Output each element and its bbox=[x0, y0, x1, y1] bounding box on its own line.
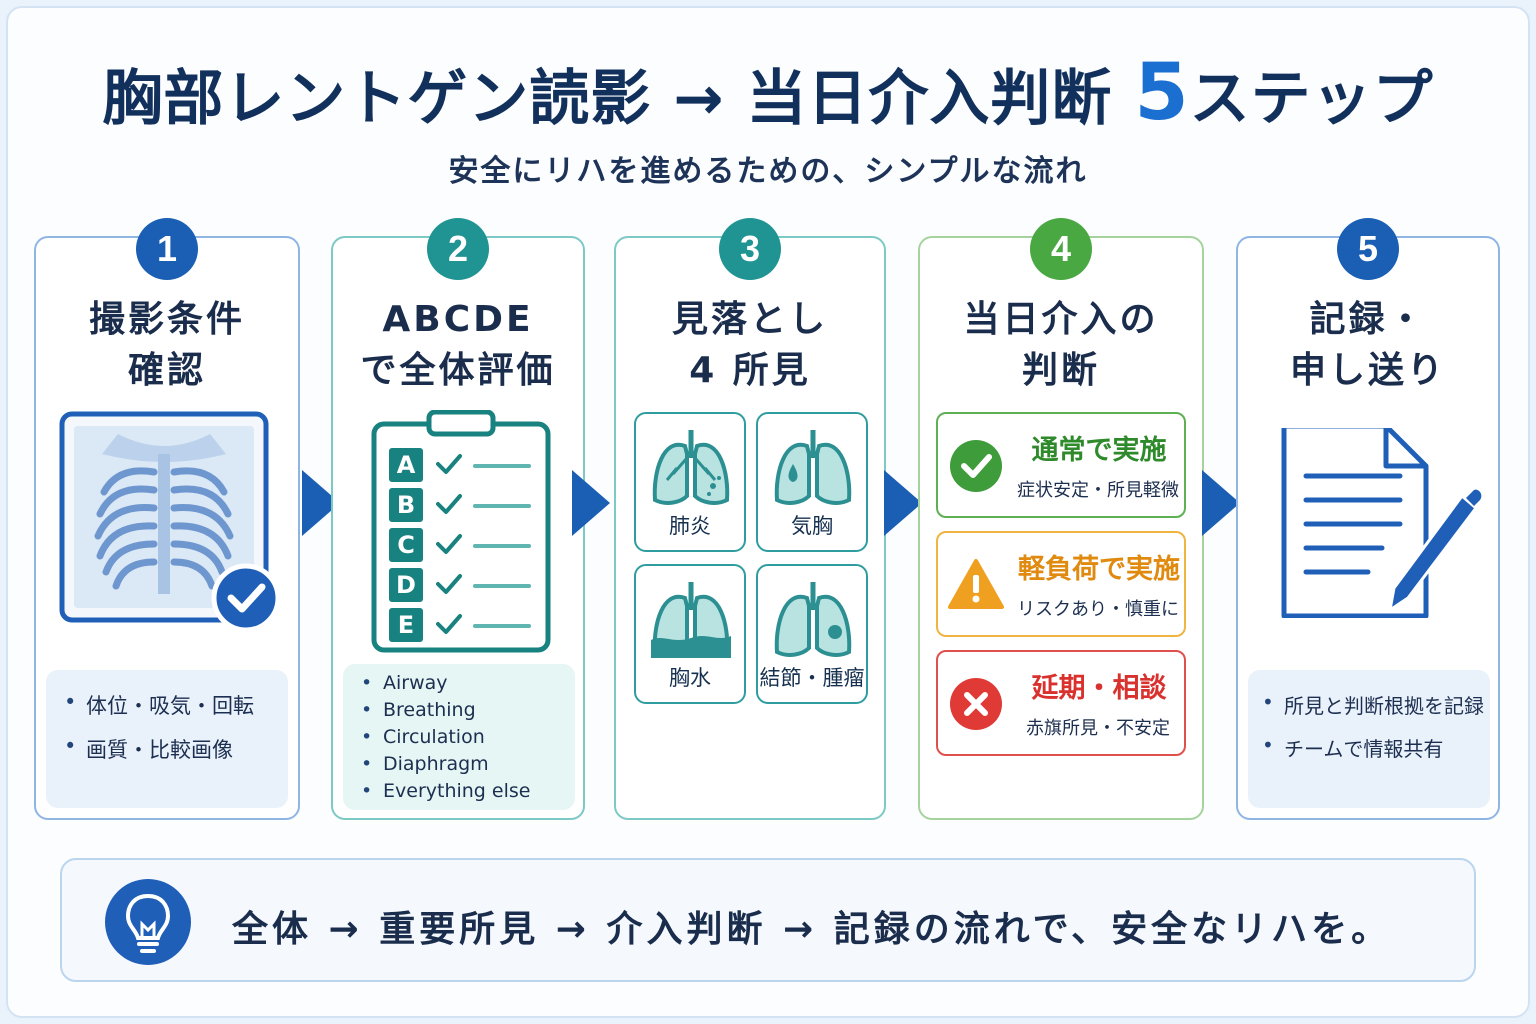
finding-nodule: 結節・腫瘤 bbox=[756, 564, 868, 704]
step-1-badge: 1 bbox=[136, 218, 198, 280]
flow-arrow-icon bbox=[884, 470, 922, 536]
document-pen-icon bbox=[1280, 423, 1484, 619]
cross-circle-icon bbox=[950, 678, 1002, 730]
decision-proceed: 通常で実施 症状安定・所見軽微 bbox=[936, 412, 1186, 518]
abcde-note: Breathing bbox=[361, 697, 575, 724]
decision-label: 通常で実施 bbox=[1031, 435, 1167, 466]
step-1-notes: 体位・吸気・回転 画質・比較画像 bbox=[46, 670, 288, 808]
step-2-badge: 2 bbox=[427, 218, 489, 280]
check-icon bbox=[436, 574, 462, 594]
abcde-note: Airway bbox=[361, 670, 575, 697]
step-3-badge: 3 bbox=[719, 218, 781, 280]
checklist-line bbox=[473, 464, 531, 468]
checklist-letter: E bbox=[389, 608, 423, 642]
summary-banner: 全体 → 重要所見 → 介入判断 → 記録の流れで、安全なリハを。 bbox=[60, 858, 1476, 982]
checklist-row: C bbox=[389, 526, 539, 566]
step-5-notes: 所見と判断根拠を記録 チームで情報共有 bbox=[1248, 670, 1490, 808]
check-circle-icon bbox=[950, 440, 1002, 492]
lungs-effusion-icon bbox=[651, 582, 731, 658]
checklist-line bbox=[473, 584, 531, 588]
step-5-note: 所見と判断根拠を記録 bbox=[1262, 690, 1490, 719]
abcde-note: Everything else bbox=[361, 778, 575, 805]
decision-condition: 赤旗所見・不安定 bbox=[1026, 718, 1170, 739]
lungs-nodule-icon bbox=[774, 582, 852, 657]
lungs-pneumonia-icon bbox=[652, 430, 730, 505]
flow-arrow-icon bbox=[572, 470, 610, 536]
checklist-line bbox=[473, 624, 531, 628]
page-title: 胸部レントゲン読影 → 当日介入判断 5ステップ bbox=[102, 48, 1434, 138]
finding-label: 胸水 bbox=[669, 666, 711, 690]
lungs-pneumothorax-icon bbox=[774, 430, 852, 505]
finding-label: 気胸 bbox=[791, 514, 833, 538]
checklist-row: A bbox=[389, 446, 539, 486]
step-1-note: 体位・吸気・回転 bbox=[64, 690, 288, 720]
check-icon bbox=[436, 454, 462, 474]
step-5-card: 5 記録・申し送り 所見と判断根拠を記録 チームで情報共有 bbox=[1236, 218, 1500, 820]
checklist-row: E bbox=[389, 606, 539, 646]
step-4-badge: 4 bbox=[1030, 218, 1092, 280]
step-1-title: 撮影条件確認 bbox=[88, 299, 245, 391]
finding-pneumonia: 肺炎 bbox=[634, 412, 746, 552]
decision-light-load: 軽負荷で実施 リスクあり・慎重に bbox=[936, 531, 1186, 637]
checklist-letter: B bbox=[389, 488, 423, 522]
checklist-line bbox=[473, 504, 531, 508]
decision-condition: リスクあり・慎重に bbox=[1017, 599, 1179, 620]
check-icon bbox=[436, 534, 462, 554]
warning-icon bbox=[948, 559, 1004, 609]
checklist-letter: C bbox=[389, 528, 423, 562]
abcde-note: Circulation bbox=[361, 724, 575, 751]
check-icon bbox=[436, 494, 462, 514]
flow-arrow-icon bbox=[302, 470, 340, 536]
checklist-letter: A bbox=[389, 448, 423, 482]
xray-icon bbox=[58, 410, 284, 640]
abcde-checklist: A B C D E bbox=[389, 446, 539, 646]
decision-condition: 症状安定・所見軽微 bbox=[1017, 480, 1179, 501]
checklist-row: D bbox=[389, 566, 539, 606]
step-5-note: チームで情報共有 bbox=[1262, 733, 1490, 762]
step-4-card: 4 当日介入の判断 通常で実施 症状安定・所見軽微 軽負荷で実施 リスクあり・慎… bbox=[918, 218, 1204, 820]
decision-label: 軽負荷で実施 bbox=[1018, 554, 1180, 585]
finding-label: 結節・腫瘤 bbox=[759, 666, 865, 690]
page-subtitle: 安全にリハを進めるための、シンプルな流れ bbox=[448, 154, 1088, 189]
step-1-note: 画質・比較画像 bbox=[64, 734, 288, 764]
decision-postpone: 延期・相談 赤旗所見・不安定 bbox=[936, 650, 1186, 756]
finding-effusion: 胸水 bbox=[634, 564, 746, 704]
summary-text: 全体 → 重要所見 → 介入判断 → 記録の流れで、安全なリハを。 bbox=[232, 909, 1392, 950]
flow-arrow-icon bbox=[1202, 470, 1240, 536]
check-icon bbox=[436, 614, 462, 634]
step-2-notes: Airway Breathing Circulation Diaphragm E… bbox=[343, 664, 575, 810]
step-5-title: 記録・申し送り bbox=[1289, 299, 1446, 391]
finding-pneumothorax: 気胸 bbox=[756, 412, 868, 552]
lightbulb-icon bbox=[105, 879, 191, 965]
checklist-row: B bbox=[389, 486, 539, 526]
step-4-title: 当日介入の判断 bbox=[963, 299, 1159, 391]
decision-label: 延期・相談 bbox=[1031, 673, 1167, 704]
checklist-line bbox=[473, 544, 531, 548]
checklist-letter: D bbox=[389, 568, 423, 602]
step-5-badge: 5 bbox=[1337, 218, 1399, 280]
finding-label: 肺炎 bbox=[669, 514, 711, 538]
abcde-note: Diaphragm bbox=[361, 751, 575, 778]
